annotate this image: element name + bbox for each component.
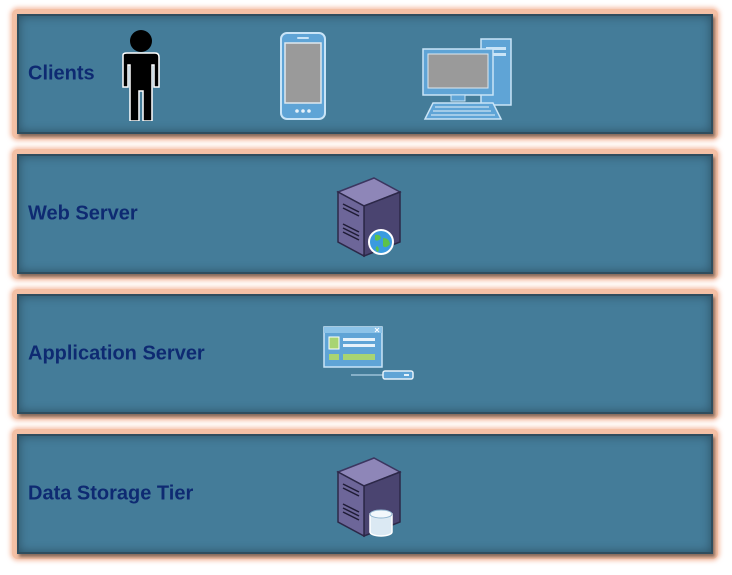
tier-application-server-panel: Application Server — [17, 294, 713, 414]
tier-data-storage-panel: Data Storage Tier — [17, 434, 713, 554]
tier-data-storage-label: Data Storage Tier — [28, 482, 194, 505]
application-server-icon — [323, 326, 415, 382]
tier-web-server: Web Server — [12, 149, 718, 279]
web-server-icon — [334, 168, 404, 260]
smartphone-icon — [278, 31, 328, 121]
tier-application-server-label: Application Server — [28, 342, 205, 365]
tier-application-server: Application Server — [12, 289, 718, 419]
tier-clients-label: Clients — [28, 62, 95, 85]
tier-data-storage: Data Storage Tier — [12, 429, 718, 559]
tier-web-server-panel: Web Server — [17, 154, 713, 274]
database-server-icon — [334, 448, 404, 540]
tier-clients: Clients — [12, 9, 718, 139]
tier-web-server-label: Web Server — [28, 202, 138, 225]
desktop-computer-icon — [421, 35, 515, 121]
person-icon — [117, 29, 165, 121]
tier-clients-panel: Clients — [17, 14, 713, 134]
